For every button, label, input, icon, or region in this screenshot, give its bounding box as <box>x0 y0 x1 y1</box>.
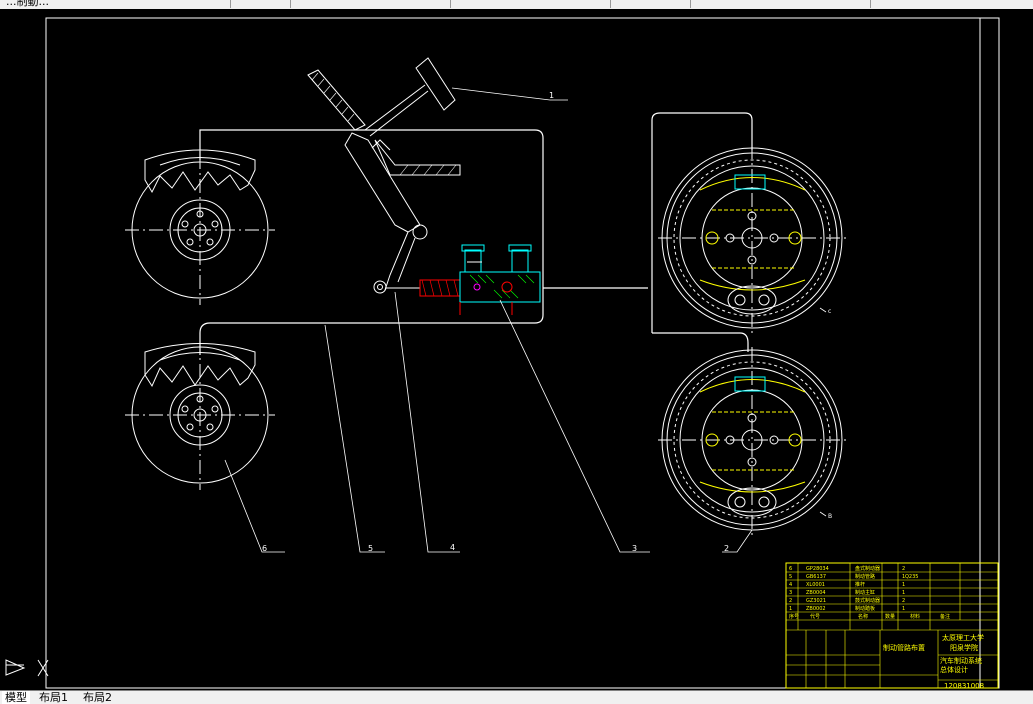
toolbar-segment[interactable] <box>450 0 611 8</box>
toolbar-segment[interactable] <box>610 0 691 8</box>
toolbar-segment[interactable] <box>0 0 231 8</box>
project-title-2: 总体设计 <box>940 665 968 674</box>
drawing-number: 120831008 <box>944 682 984 690</box>
drawing-border-outer <box>45 17 1000 689</box>
header-no: 序号 <box>789 613 799 620</box>
disc-brake-rear-left <box>125 340 275 490</box>
tab-layout1[interactable]: 布局1 <box>39 691 68 704</box>
title-row-name: 制动主缸 <box>855 589 875 596</box>
title-row-no: 1 <box>789 606 792 612</box>
title-row-no: 2 <box>789 598 792 604</box>
title-row-code: ZB0004 <box>806 590 826 596</box>
part-label-4: 4 <box>450 543 455 552</box>
title-row-qty: 2 <box>902 598 905 604</box>
part-label-5: 5 <box>368 544 373 553</box>
header-name: 名称 <box>858 613 868 620</box>
part-label-6: 6 <box>262 544 267 553</box>
title-row-no: 6 <box>789 566 792 572</box>
school-name: 太原理工大学 <box>942 633 984 642</box>
header-code: 代号 <box>810 613 820 620</box>
title-row-material: Q235 <box>905 574 918 580</box>
drum-brake-front-right <box>658 145 848 335</box>
title-row-code: GZ3021 <box>806 598 826 604</box>
title-row-qty: 1 <box>902 582 905 588</box>
part-number-labels: 1 2 3 4 5 6 c B <box>262 91 832 553</box>
callout-c: c <box>828 308 831 315</box>
title-row-no: 5 <box>789 574 792 580</box>
college-name: 阳泉学院 <box>950 643 978 652</box>
header-remark: 备注 <box>940 613 950 620</box>
title-row-qty: 1 <box>902 590 905 596</box>
title-row-name: 制动管路 <box>855 573 875 580</box>
title-row-name: 鼓式制动器 <box>855 597 880 604</box>
brake-pedal-assembly <box>307 57 461 294</box>
part-label-1: 1 <box>549 91 554 100</box>
title-row-code: ZB0002 <box>806 606 826 612</box>
title-row-code: XL0001 <box>806 582 825 588</box>
title-row-qty: 1 <box>902 606 905 612</box>
tab-layout2[interactable]: 布局2 <box>83 691 112 704</box>
title-row-code: GB6137 <box>806 574 826 580</box>
part-label-3: 3 <box>632 544 637 553</box>
leader-lines <box>224 87 827 553</box>
tab-model[interactable]: 模型 <box>2 691 30 704</box>
title-row-qty: 1 <box>902 574 905 580</box>
title-row-name: 盘式制动器 <box>855 565 880 572</box>
drawing-canvas[interactable]: 1 2 3 4 5 6 c B <box>0 9 1033 690</box>
project-title-1: 汽车制动系统 <box>940 656 982 665</box>
toolbar-segment[interactable] <box>690 0 871 8</box>
master-cylinder <box>385 244 541 315</box>
disc-brake-front-left <box>125 149 275 305</box>
brake-pipes <box>199 112 753 355</box>
title-row-name: 推杆 <box>855 581 865 588</box>
callout-b: B <box>828 513 832 520</box>
header-material: 材料 <box>910 613 920 620</box>
title-row-no: 3 <box>789 590 792 596</box>
title-block: 6 GP28034 盘式制动器 2 5 GB6137 制动管路 1 Q235 4… <box>785 562 999 690</box>
toolbar-segment[interactable] <box>290 0 451 8</box>
drum-brake-rear-right <box>658 347 848 537</box>
title-row-no: 4 <box>789 582 792 588</box>
layout-tabs-bar: 模型 布局1 布局2 <box>0 690 1033 704</box>
toolbar-cut-text: ...制動... <box>6 0 49 8</box>
part-label-2: 2 <box>724 544 729 553</box>
drawing-name: 制动管路布置 <box>883 643 925 652</box>
header-qty: 数量 <box>885 613 895 620</box>
toolbar-segment[interactable] <box>230 0 291 8</box>
title-row-code: GP28034 <box>806 566 829 572</box>
title-row-name: 制动踏板 <box>855 605 875 612</box>
title-row-qty: 2 <box>902 566 905 572</box>
ucs-icon <box>5 659 49 677</box>
